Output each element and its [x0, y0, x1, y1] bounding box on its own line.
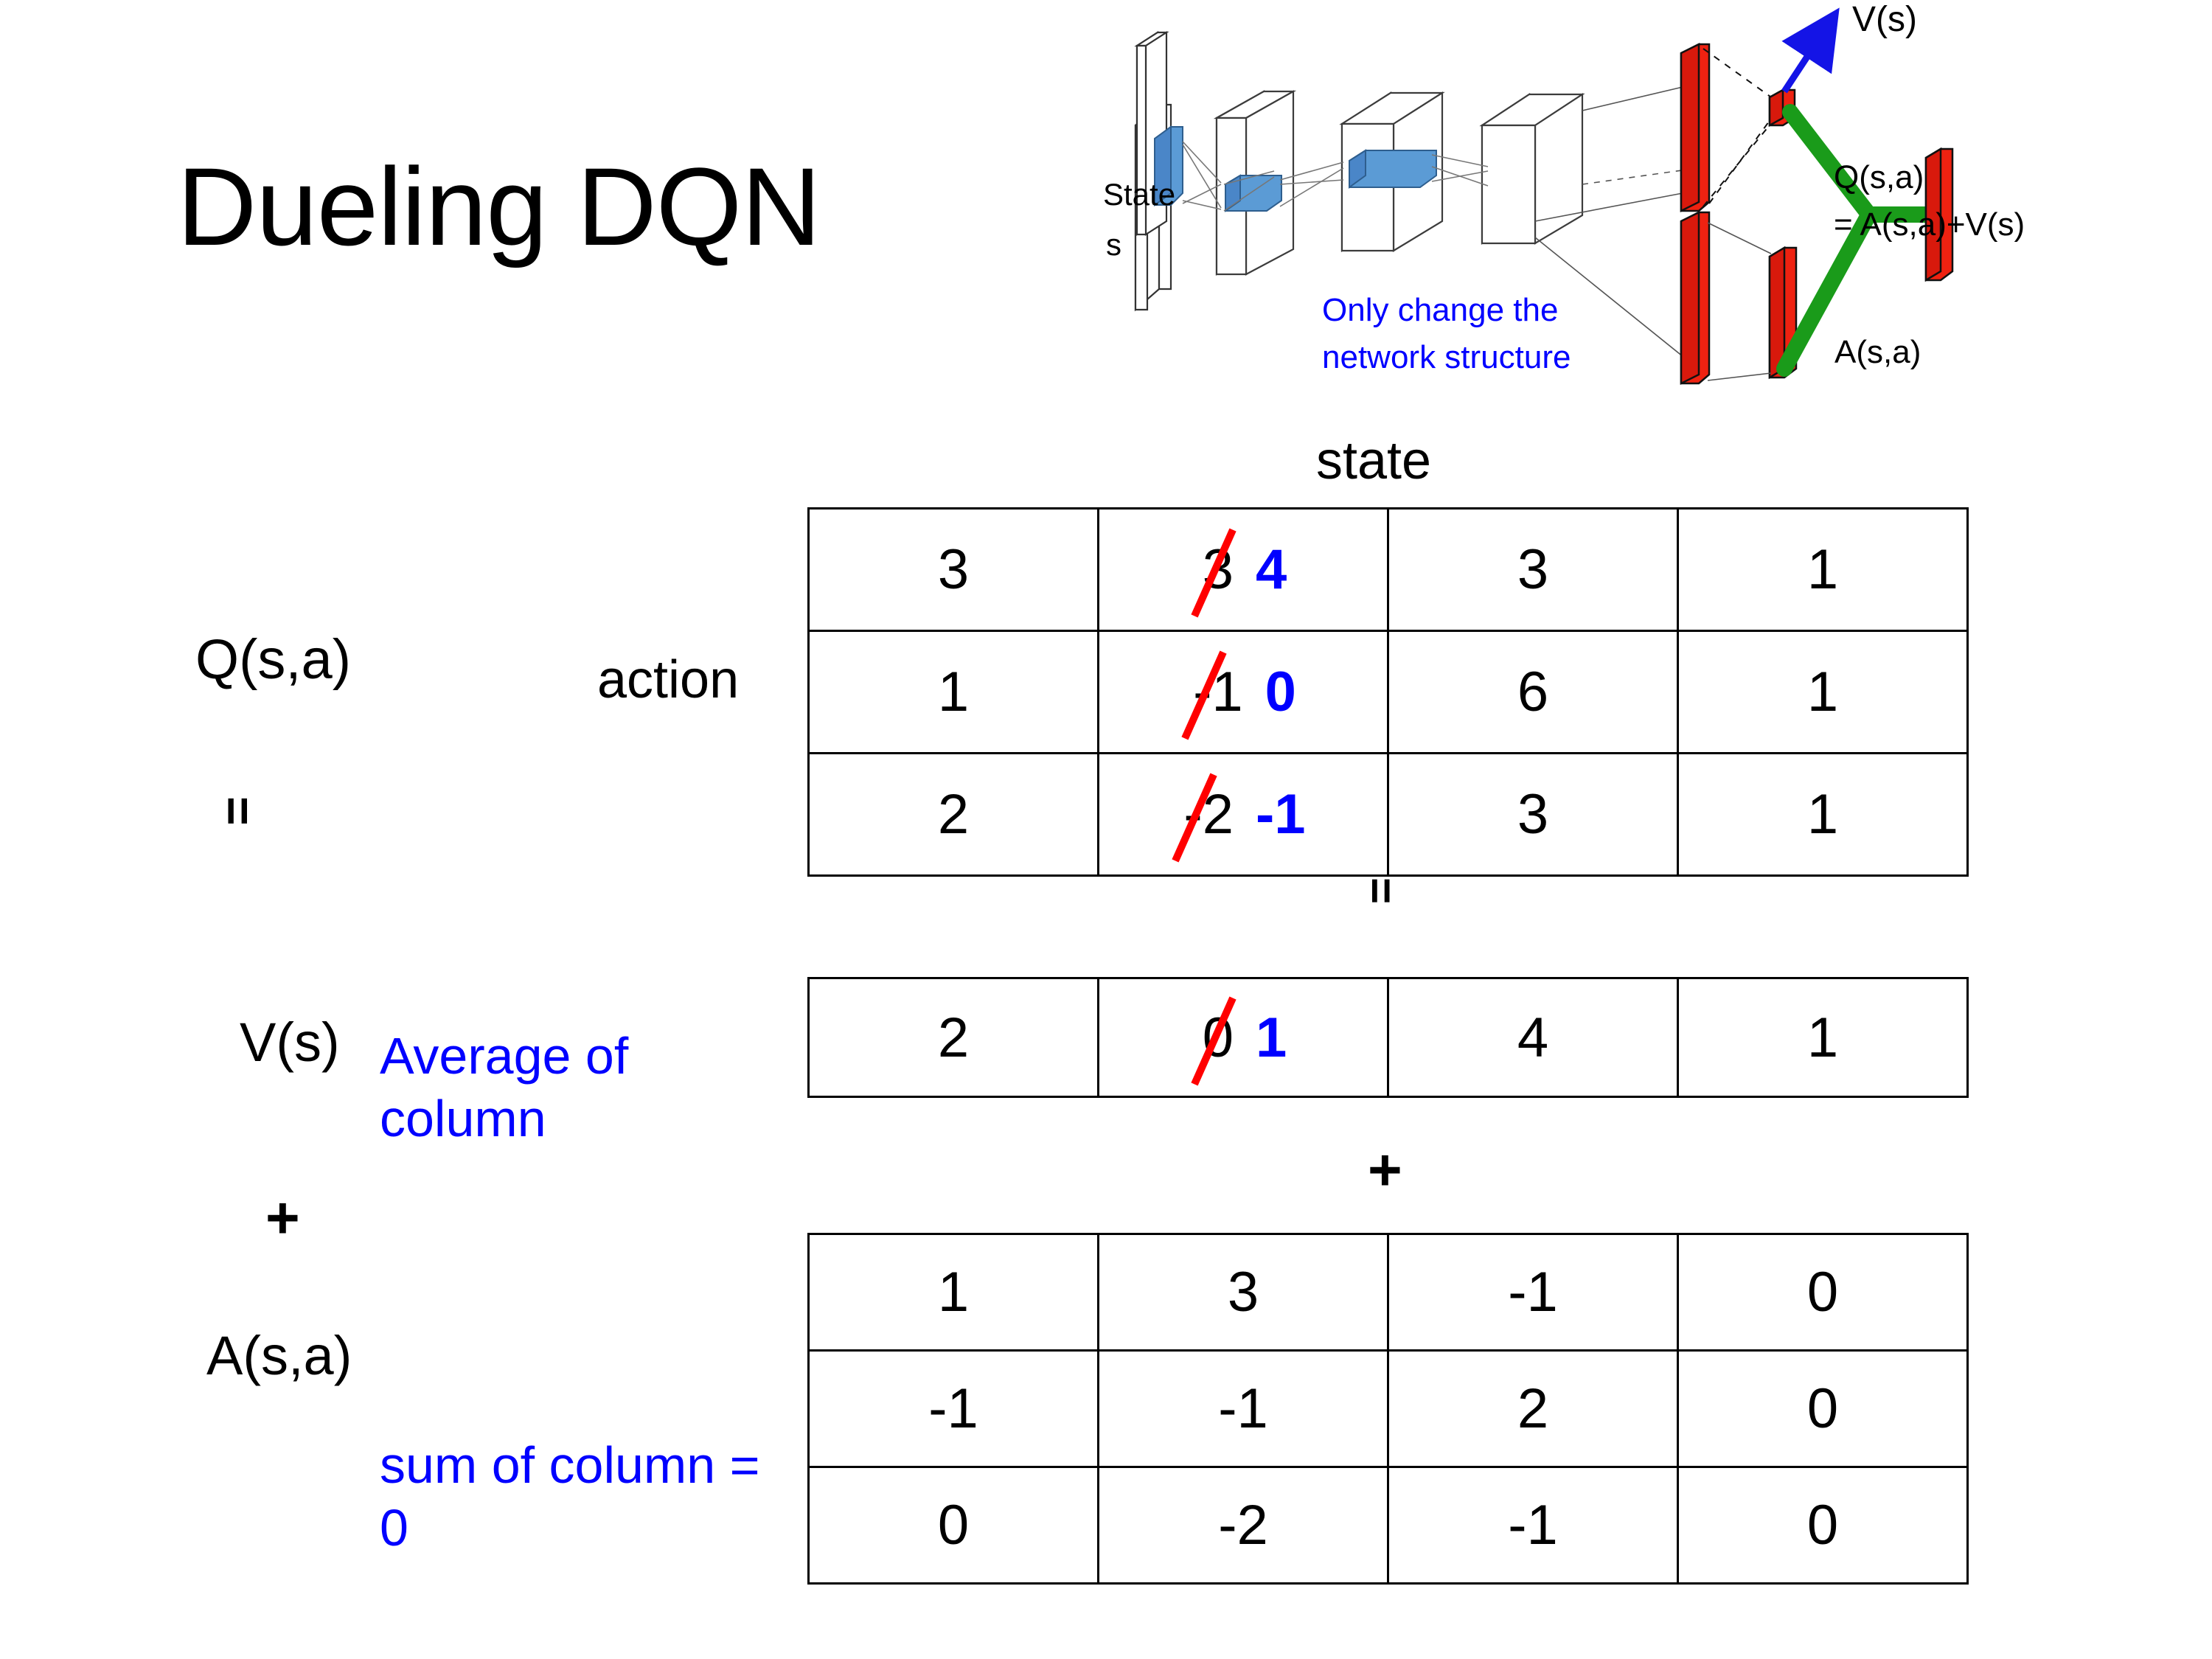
table-cell: -1 0 [1097, 630, 1389, 754]
diagram-input-label-line2: s [1106, 227, 1121, 262]
table-cell: 3 [1387, 752, 1679, 877]
table-cell: 0 [1677, 1349, 1969, 1468]
action-axis-label: action [597, 650, 740, 709]
struck-old-value: 3 [1200, 542, 1237, 598]
table-cell: 1 [1677, 977, 1969, 1098]
equals-operator-middle: = [1355, 877, 1406, 905]
new-value: 0 [1265, 661, 1296, 723]
table-cell: 0 [1677, 1233, 1969, 1352]
diagram-note-line1: Only change the [1322, 292, 1559, 328]
table-cell: 1 [807, 1233, 1099, 1352]
table-cell: -1 [1097, 1349, 1389, 1468]
state-axis-label: state [1316, 431, 1432, 490]
table-cell: 4 [1387, 977, 1679, 1098]
table-cell: 0 [807, 1466, 1099, 1585]
table-cell: -1 [1387, 1233, 1679, 1352]
table-cell: 6 [1387, 630, 1679, 754]
table-cell: 1 [1677, 630, 1969, 754]
new-value: 4 [1256, 538, 1287, 601]
table-cell: 2 [1387, 1349, 1679, 1468]
diagram-value-stream-label: V(s) [1852, 0, 1917, 39]
table-cell: 3 [1387, 507, 1679, 632]
new-value: 1 [1256, 1006, 1287, 1069]
dueling-network-diagram [1084, 0, 2212, 413]
struck-old-value: -1 [1190, 664, 1246, 720]
diagram-advantage-stream-label: A(s,a) [1834, 334, 1921, 370]
page-title: Dueling DQN [177, 145, 821, 268]
plus-operator-middle: + [1368, 1137, 1402, 1203]
diagram-output-label-line2: = A(s,a)+V(s) [1834, 206, 2025, 243]
new-value: -1 [1256, 783, 1306, 846]
table-cell: 1 [1677, 752, 1969, 877]
q-table-label: Q(s,a) [195, 628, 352, 691]
table-cell: -2 [1097, 1466, 1389, 1585]
table-cell: -2 -1 [1097, 752, 1389, 877]
diagram-output-label-line1: Q(s,a) [1834, 159, 1924, 195]
diagram-note-line2: network structure [1322, 339, 1571, 375]
struck-old-value: -2 [1180, 787, 1237, 843]
edited-cell: -2-1 [1180, 787, 1305, 843]
edited-cell: -1 0 [1190, 664, 1296, 720]
plus-operator-left: + [265, 1185, 300, 1251]
average-of-column-note: Average of column [380, 1027, 629, 1148]
table-cell: 3 [1097, 1233, 1389, 1352]
table-cell: -1 [807, 1349, 1099, 1468]
table-cell: 0 [1677, 1466, 1969, 1585]
a-table-label: A(s,a) [206, 1325, 352, 1386]
sum-of-column-note: sum of column = 0 [380, 1436, 760, 1557]
struck-old-value: 0 [1200, 1009, 1237, 1066]
diagram-input-label-line1: State [1103, 177, 1176, 212]
table-cell: 1 [1677, 507, 1969, 632]
v-table-label: V(s) [240, 1012, 340, 1073]
table-cell: 2 [807, 752, 1099, 877]
table-cell: -1 [1387, 1466, 1679, 1585]
table-cell: 3 [807, 507, 1099, 632]
table-cell: 2 [807, 977, 1099, 1098]
equals-operator-left: = [210, 796, 266, 826]
table-cell: 1 [807, 630, 1099, 754]
